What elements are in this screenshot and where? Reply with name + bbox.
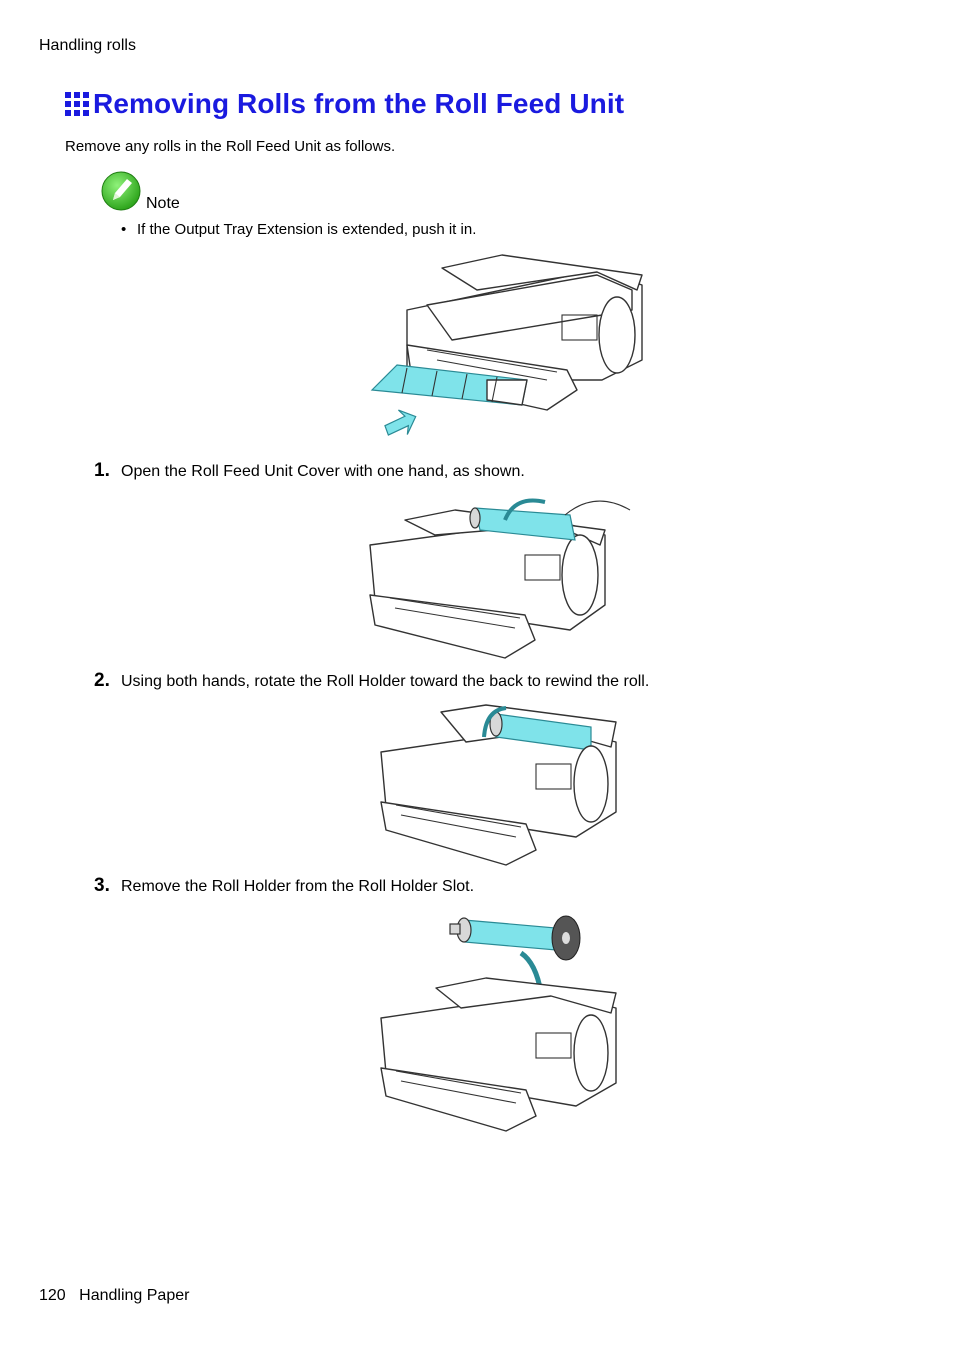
step-number: 1. — [94, 460, 110, 481]
grid-heading-icon — [65, 92, 89, 116]
step-text: Using both hands, rotate the Roll Holder… — [121, 673, 650, 690]
step-number: 3. — [94, 875, 110, 896]
step-text: Remove the Roll Holder from the Roll Hol… — [121, 878, 475, 895]
figure-open-roll-feed-cover — [369, 498, 631, 659]
step-2: 2. Using both hands, rotate the Roll Hol… — [94, 670, 649, 692]
intro-text: Remove any rolls in the Roll Feed Unit a… — [65, 138, 396, 155]
page-number: 120 — [39, 1287, 66, 1304]
step-number: 2. — [94, 670, 110, 691]
step-text: Open the Roll Feed Unit Cover with one h… — [121, 463, 525, 480]
footer-section: Handling Paper — [79, 1287, 190, 1304]
note-bullet-text: If the Output Tray Extension is extended… — [137, 221, 477, 238]
note-bullet-item: • If the Output Tray Extension is extend… — [121, 221, 476, 238]
figure-rotate-roll-holder — [380, 704, 617, 866]
figure-push-output-tray — [370, 254, 643, 436]
page-title: Removing Rolls from the Roll Feed Unit — [93, 88, 625, 119]
note-label: Note — [146, 195, 180, 212]
figure-remove-roll-holder — [380, 915, 617, 1132]
running-header: Handling rolls — [39, 37, 136, 54]
step-3: 3. Remove the Roll Holder from the Roll … — [94, 875, 474, 897]
step-1: 1. Open the Roll Feed Unit Cover with on… — [94, 460, 525, 482]
page-footer: 120 Handling Paper — [39, 1287, 189, 1305]
note-pencil-icon — [101, 171, 141, 211]
bullet-marker: • — [121, 221, 127, 238]
section-heading: Removing Rolls from the Roll Feed Unit — [65, 88, 624, 120]
